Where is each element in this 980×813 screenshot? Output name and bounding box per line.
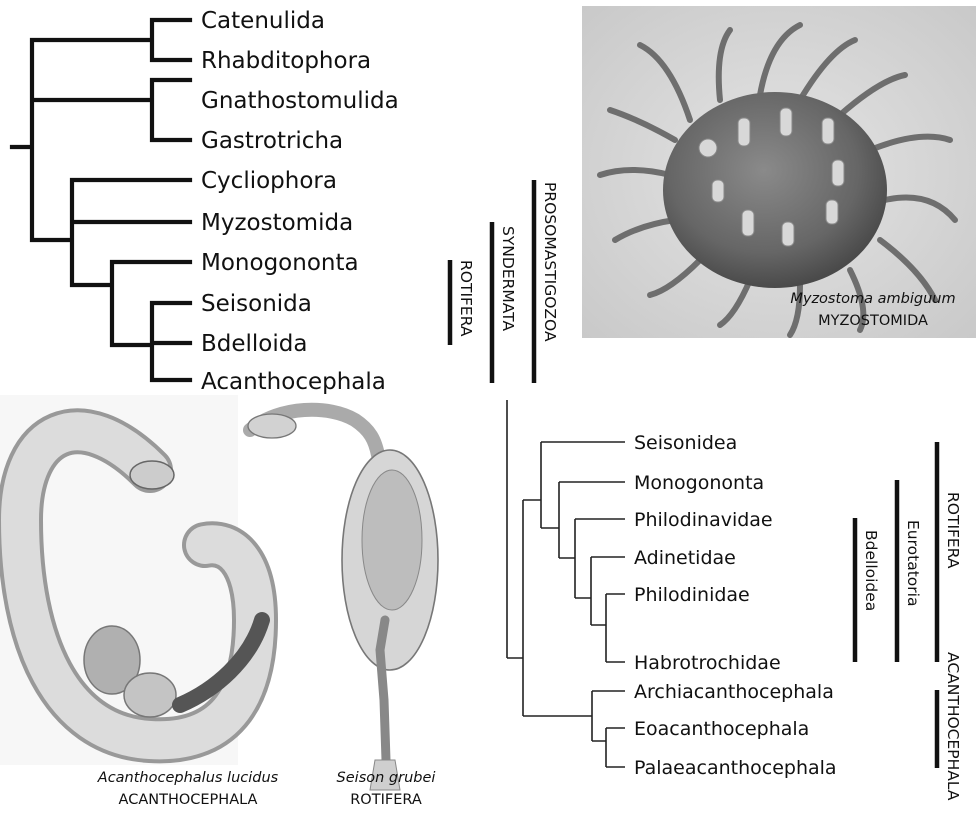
tree2-taxon-habrotrochidae: Habrotrochidae [634, 652, 781, 674]
tree1-taxon-seisonida: Seisonida [201, 291, 312, 317]
tree1-taxon-catenulida: Catenulida [201, 8, 325, 34]
seison-species-caption: Seison grubei [337, 770, 436, 786]
tree2-taxon-philodinavidae: Philodinavidae [634, 509, 773, 531]
acanthocephalus-illustration: Acanthocephalus lucidus ACANTHOCEPHALA [0, 395, 279, 808]
tree1-taxon-gastrotricha: Gastrotricha [201, 128, 343, 154]
tree2-bracket-acanthocephala: ACANTHOCEPHALA [944, 652, 962, 801]
tree2-taxon-monogononta: Monogononta [634, 472, 764, 494]
tree1-bracket-prosomastigozoa: PROSOMASTIGOZOA [541, 182, 559, 342]
tree2-taxon-adinetidae: Adinetidae [634, 547, 736, 569]
tree1-branches [12, 20, 190, 380]
tree1-taxon-gnathostomulida: Gnathostomulida [201, 88, 399, 114]
tree2-branches [507, 400, 625, 767]
tree1-bracket-rotifera: ROTIFERA [457, 260, 475, 337]
tree2-bracket-bdelloidea: Bdelloidea [862, 530, 880, 611]
acantho-species-caption: Acanthocephalus lucidus [97, 770, 279, 786]
tree1-taxon-monogononta: Monogononta [201, 250, 359, 276]
tree2-taxon-archiacanthocephala: Archiacanthocephala [634, 681, 834, 703]
tree1-taxon-acanthocephala: Acanthocephala [201, 369, 386, 395]
tree2-taxon-philodinidae: Philodinidae [634, 584, 750, 606]
tree-2: Seisonidea Monogononta Philodinavidae Ad… [507, 400, 962, 801]
tree2-taxon-eoacanthocephala: Eoacanthocephala [634, 718, 809, 740]
tree1-bracket-syndermata: SYNDERMATA [499, 226, 517, 331]
seison-group-caption: ROTIFERA [350, 792, 422, 808]
tree2-taxon-palaeacanthocephala: Palaeacanthocephala [634, 757, 837, 779]
tree2-bracket-eurotatoria: Eurotatoria [904, 520, 922, 606]
tree2-bracket-rotifera: ROTIFERA [944, 492, 962, 569]
myzostoma-group-caption: MYZOSTOMIDA [818, 313, 928, 329]
tree1-taxon-myzostomida: Myzostomida [201, 210, 353, 236]
myzostoma-species-caption: Myzostoma ambiguum [790, 291, 955, 307]
tree-1: Catenulida Rhabditophora Gnathostomulida… [12, 8, 559, 395]
tree1-taxon-rhabditophora: Rhabditophora [201, 48, 371, 74]
acantho-group-caption: ACANTHOCEPHALA [119, 792, 258, 808]
tree2-taxon-seisonidea: Seisonidea [634, 432, 737, 454]
tree1-taxon-bdelloida: Bdelloida [201, 331, 307, 357]
myzostoma-sem-photo: Myzostoma ambiguum MYZOSTOMIDA [582, 6, 976, 338]
tree1-taxon-cycliophora: Cycliophora [201, 168, 337, 194]
